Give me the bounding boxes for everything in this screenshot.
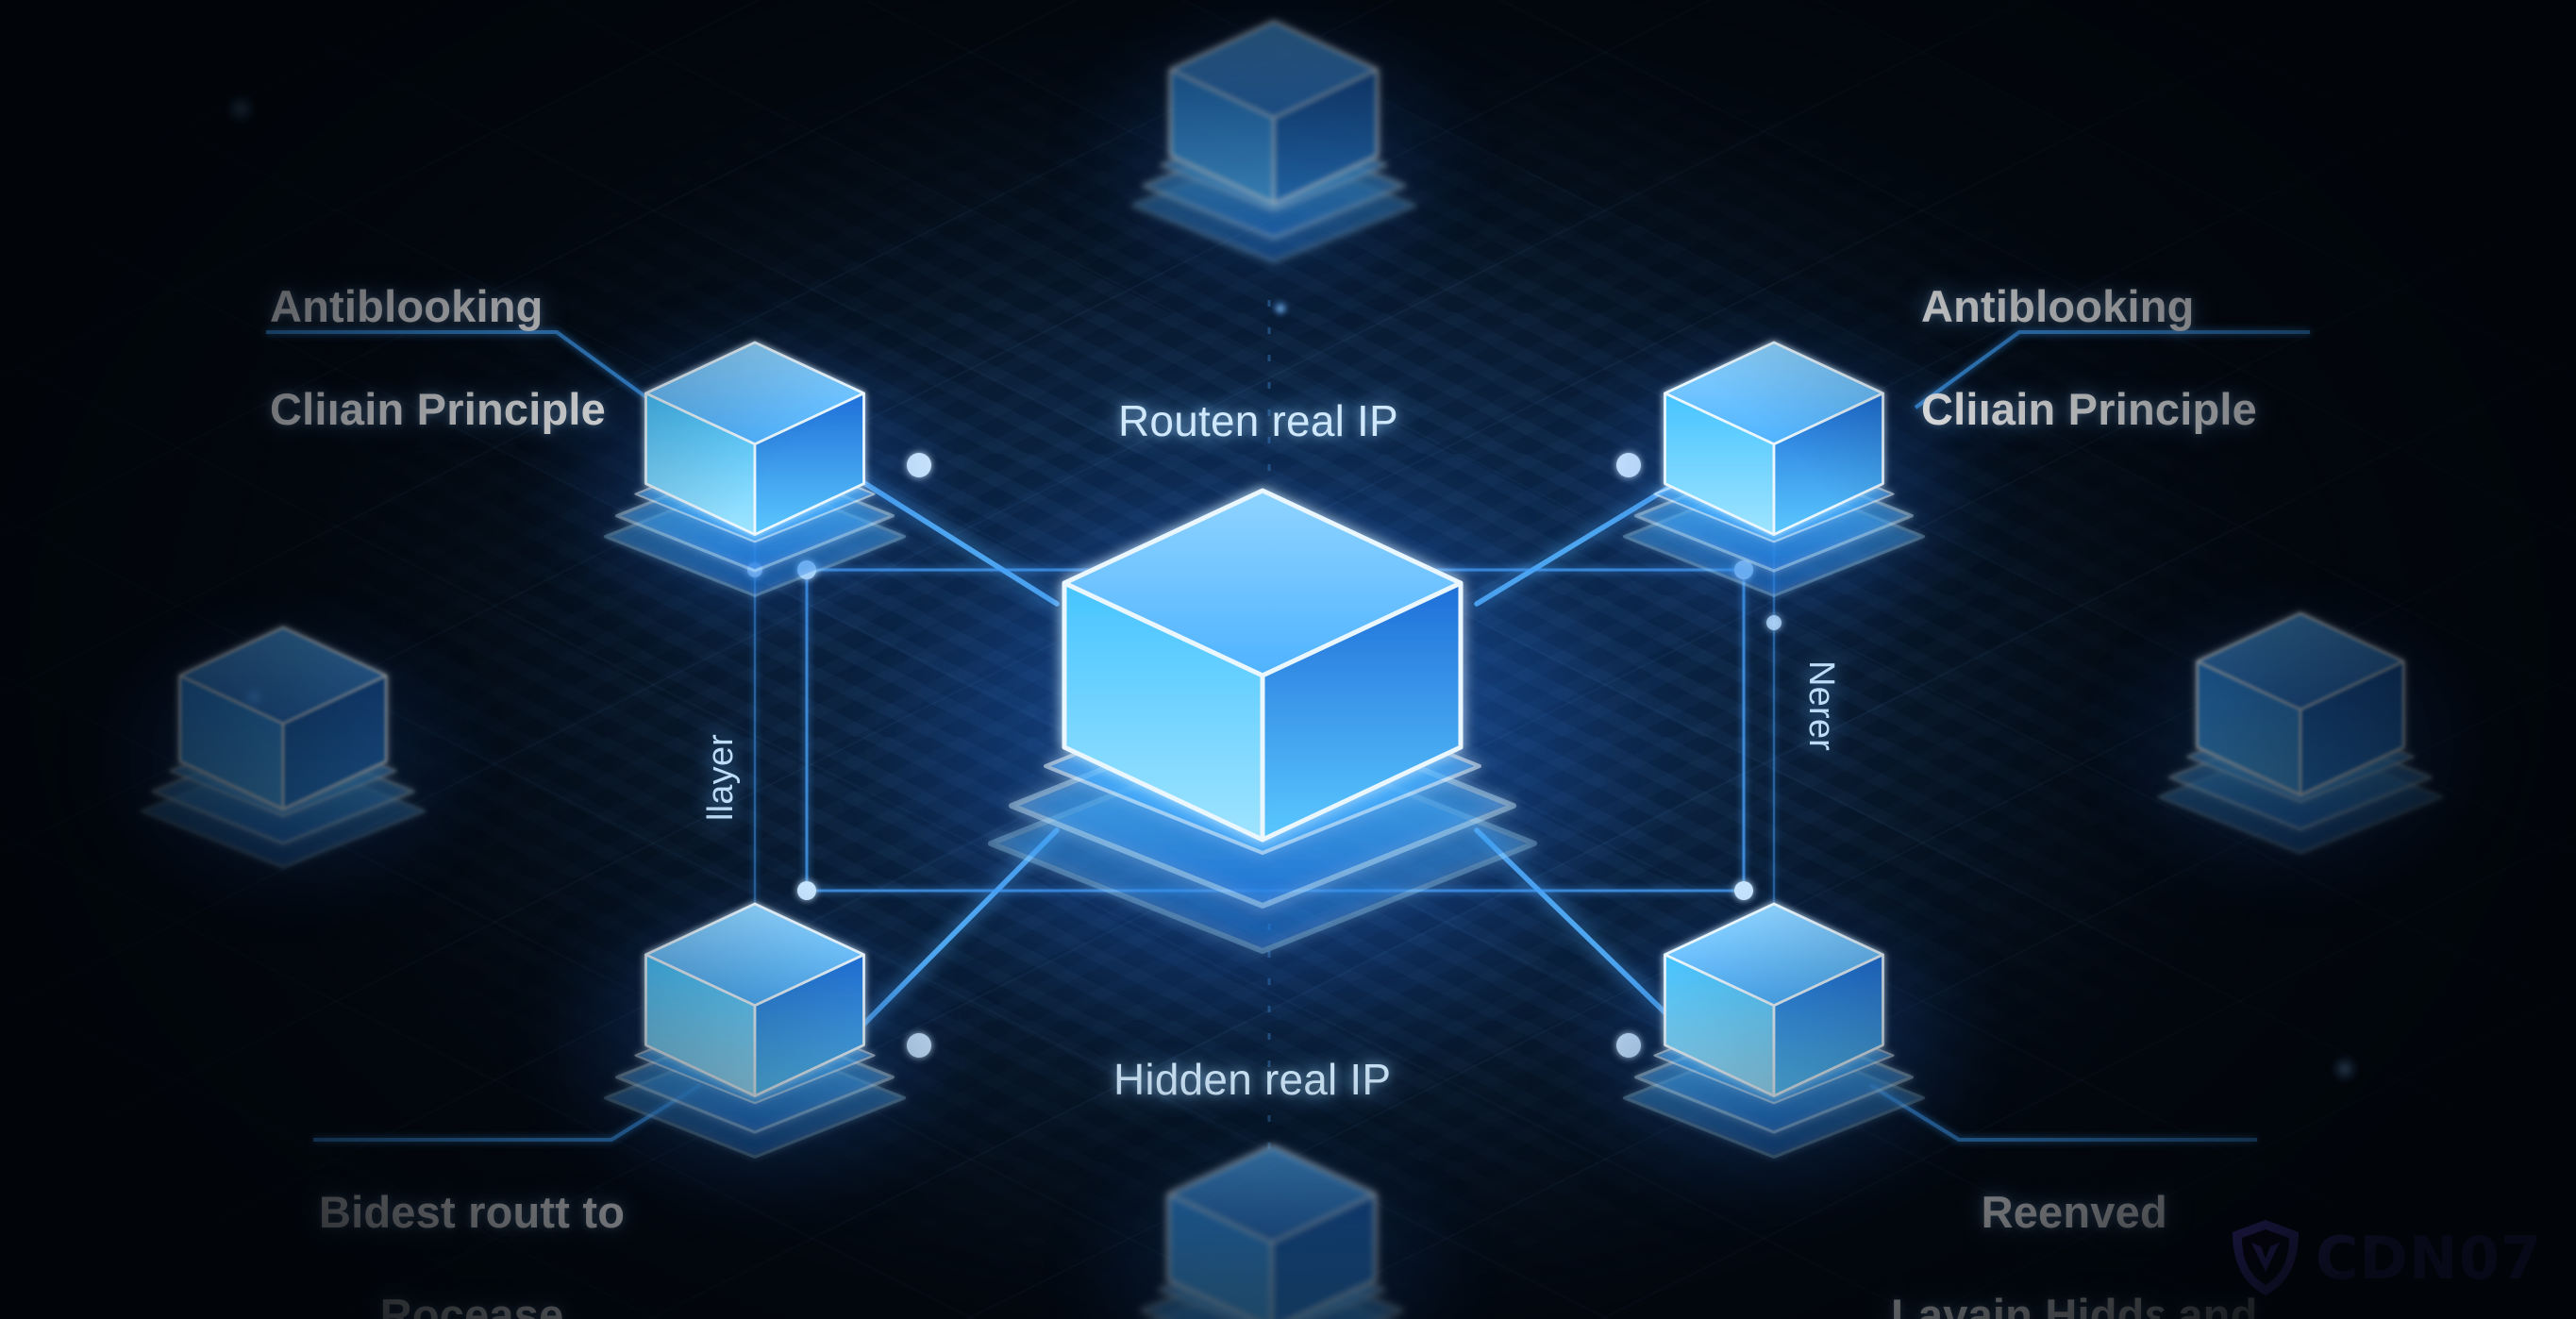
central-hub-node[interactable] (867, 444, 1658, 1053)
label-bottom-center: Hidden real IP (1113, 1055, 1392, 1104)
node-graphic (988, 488, 1537, 954)
label-bottom-right-line1: Reenved (1981, 1186, 2167, 1237)
label-top-right-line2: Cliıain Principle (1921, 383, 2257, 434)
node-graphic (603, 341, 907, 598)
satellite-node-left[interactable] (77, 604, 489, 920)
label-top-left-line2: Cliıain Principle (270, 383, 606, 434)
label-bottom-left: Bidest routt to Rocease (319, 1135, 625, 1319)
corner-node-bottom-left[interactable] (537, 878, 973, 1213)
label-top-right-line1: Antiblooking (1921, 280, 2195, 331)
label-top-center: Routen real IP (1118, 396, 1398, 445)
label-bottom-left-line2: Rocease (379, 1289, 564, 1319)
corner-node-bottom-right[interactable] (1556, 878, 1992, 1213)
corner-node-top-left[interactable] (537, 317, 973, 652)
satellite-node-bottom[interactable] (1066, 1123, 1478, 1319)
node-graphic (2157, 611, 2444, 855)
satellite-node-right[interactable] (2095, 590, 2506, 906)
node-graphic (1140, 1144, 1404, 1319)
label-bottom-right: Reenved Lavain Hiddε and (1891, 1135, 2258, 1319)
shield-check-icon (2232, 1220, 2299, 1295)
label-top-left-line1: Antiblooking (270, 280, 544, 331)
watermark-text: CDN07 (2315, 1223, 2542, 1293)
watermark-logo: CDN07 (2229, 1217, 2542, 1298)
label-bottom-right-line2: Lavain Hiddε and (1891, 1289, 2258, 1319)
corner-node-top-right[interactable] (1556, 317, 1992, 652)
label-top-left: Antiblooking Cliıain Principle (270, 229, 606, 487)
node-graphic (140, 626, 427, 869)
node-graphic (603, 902, 907, 1160)
satellite-node-top[interactable] (1068, 0, 1480, 314)
label-top-right: Antiblooking Cliıain Principle (1921, 229, 2257, 487)
node-graphic (1130, 20, 1417, 263)
node-graphic (1622, 902, 1926, 1160)
node-graphic (1622, 341, 1926, 598)
label-bottom-left-line1: Bidest routt to (319, 1186, 626, 1237)
label-right-vertical: Nerer (1801, 660, 1841, 752)
label-left-vertical: llayer (701, 733, 741, 821)
